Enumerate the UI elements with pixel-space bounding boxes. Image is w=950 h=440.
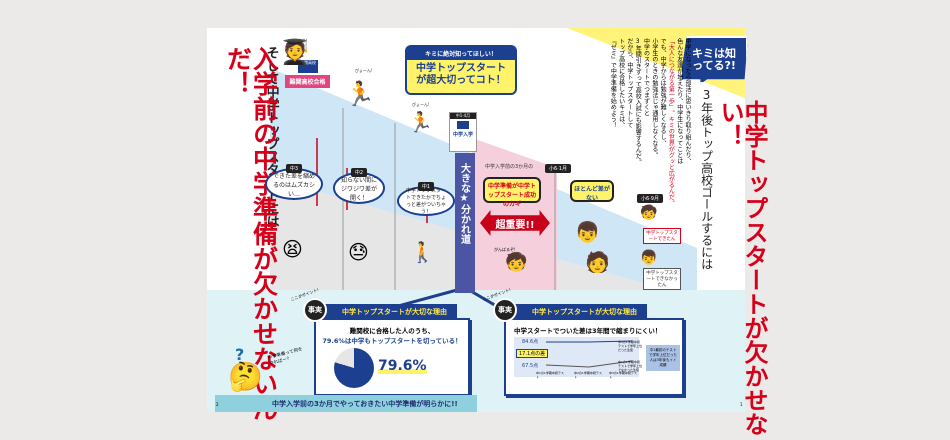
pie-chart [334,348,374,388]
footer-band [215,395,477,412]
stage-tag: 中1 [417,182,435,191]
right-title: 中学トップスタートが欠かせない！ [716,100,768,436]
entry-box: 中1·4月 中学入学 [449,112,477,152]
stage-text: 中学トップスタートできたかでちょっと差がついちゃう！ [405,188,446,215]
body-line: トップ高校に合格したいキミは、 [617,38,625,128]
x-label: 中1の1学期中間テスト [536,371,564,379]
period-label: 中学入学前の3か月の [485,164,534,170]
body-line: 『ゼミ』で中学準備を始めよう！ [609,38,617,128]
body-line: でも、中学からは勉強が難しくなるし、 [659,38,667,146]
fact-box-2: 中学スタートでついた差は3年間で縮まりにくい！ 84.6点 17.1点の差 67… [504,318,684,396]
did-label: 中学トップスタートできたん [643,228,681,244]
x-label: 中3の1学期中間テスト [609,371,637,379]
body-line: 「大人につながる第一歩」。キミの世界がグッと広がるんだ。 [667,38,675,206]
body-line: だから、中学トップスタートして [625,38,633,128]
stage-bubble-3: 中3 できた差を縮めるのはムズカシい… [265,164,323,200]
series-top [546,340,633,343]
school-icon: 難関高校 [298,60,318,73]
no-diff-box: ほとんど差がない [570,180,614,202]
student-worried-icon: 😓 [348,240,369,264]
question-mark-icon: ? [235,345,245,364]
top-value: 84.6点 [522,339,539,345]
kid-icon: 🧒 [640,205,658,221]
right-subtitle: 3年後トップ高校ゴールするには [699,88,714,270]
body-text: 中学になったら部活に思いきり取り組んだり、 色んな友達が増えたり、中学生になって… [585,38,691,208]
body-line: 中学になったら部活に思いきり取り組んだり、 [684,38,691,164]
fact-badge-1: 事実 [303,298,327,322]
chart-note: 中1最初のテストで学年上位だった人は3年後もイイ成績 [646,345,680,371]
crossroad-label: 大きな★分かれ道 [458,163,470,244]
sfx-2: ぴょーん! [355,68,373,73]
series-bottom [545,360,633,368]
school-icon [457,121,469,129]
goal-label: 難関高校合格 [285,75,330,88]
legend-bottom: 中1の1学期中間テストで学年上位でなかった生徒 [618,360,643,372]
line-chart: 84.6点 17.1点の差 67.5点 中1の1学期中間テスト 中2の1学期中間… [514,337,639,379]
fact-badge-2: 事実 [493,298,517,322]
callout-main: 中学トップスタートが超大切ってコト！ [416,63,506,86]
callout-top: キミに絶対知ってほしい！ [407,47,515,60]
left-title: 入学前の中学準備が欠かせないんだ！ [223,46,279,421]
fact-line1: 中学スタートでついた差は3年間で縮まりにくい！ [514,327,662,335]
stage-text: できた差を縮めるのはムズカシい… [273,172,316,198]
kids-icon: 👦 [575,220,600,244]
key-callout: キミに絶対知ってほしい！ 中学トップスタートが超大切ってコト！ [405,45,517,95]
stage-tag: 中3 [285,164,303,173]
grade6-jan-tag: 小6·1月 [545,164,571,173]
fact-head-1: 中学トップスタートが大切な理由 [318,304,457,320]
student-walking-icon: 🚶 [410,240,435,264]
stage-tag: 中2 [350,168,368,177]
didnt-label: 中学トップスタートできなかったん [643,268,681,290]
fact-box-1: 難関校に合格した人のうち、 79.6%は中学もトップスタートを切っている！ 79… [314,318,470,396]
entry-tag: 中1·4月 [450,113,476,119]
page-number-left: 2 [216,402,219,407]
grade6-sep-tag: 小6·9月 [637,194,663,203]
diff-label: 17.1点の差 [516,349,549,358]
stage-bubble-1: 中1 中学トップスタートできたかでちょっと差がついちゃう！ [397,182,455,216]
bottom-value: 67.5点 [522,363,539,369]
fact-line2: 79.6%は中学もトップスタートを切っている！ [322,337,462,345]
question-badge-label: キミは知ってる?! [692,46,736,72]
super-important-label: 超重要!! [495,219,535,231]
fact-head-2: 中学トップスタートが大切な理由 [508,304,647,320]
page-number-right: 1 [740,402,743,407]
fact-percent: 79.6% [378,358,427,374]
student-running-icon: 🏃 [345,80,375,108]
body-line: 色んな友達が増えたり、中学生になってことは [675,38,683,164]
kid-sfx: がんばるぞ! [494,247,516,252]
student-stressed-icon: 😫 [282,237,303,261]
legend-top: 中1の1学期中間テストで学年上位だった生徒 [618,340,643,352]
sfx-1: ぱっちり! [290,38,308,43]
thinking-kid-icon: 🤔 [228,360,263,393]
school-caption: 難関高校 [300,60,316,65]
key-box: 中学準備が中学トップスタート成功のカギ [483,177,541,208]
fact-line1: 難関校に合格した人のうち、 [349,327,435,335]
student-jumping-icon: 🧑‍🎓 [280,38,310,66]
body-line: 中学のスタートでつまずくと [642,38,650,116]
sfx-3: ぴょーん! [412,102,430,107]
body-line: 3年間引きずって高校入試にも影響するんだ。 [634,38,642,165]
crossroad-bar: 大きな★分かれ道 [455,153,475,293]
footer-text: 中学入学前の3か月でやっておきたい中学準備が明らかに!! [272,400,458,408]
kid-icon: 👦 [640,250,658,266]
x-label: 中2の1学期中間テスト [574,371,602,379]
body-line: 小学生のときの勉強法じゃ通用しなくなる。 [650,38,658,158]
entry-label: 中学入学 [452,132,473,138]
stage-bubble-2: 中2 知らない間にジワジワ差が開く！ [333,168,385,204]
student-running-icon: 🏃 [408,110,433,134]
stage-text: 知らない間にジワジワ差が開く！ [341,176,378,202]
kids-icon: 🧑 [585,250,610,274]
kid-icon: 🧒 [505,252,528,273]
